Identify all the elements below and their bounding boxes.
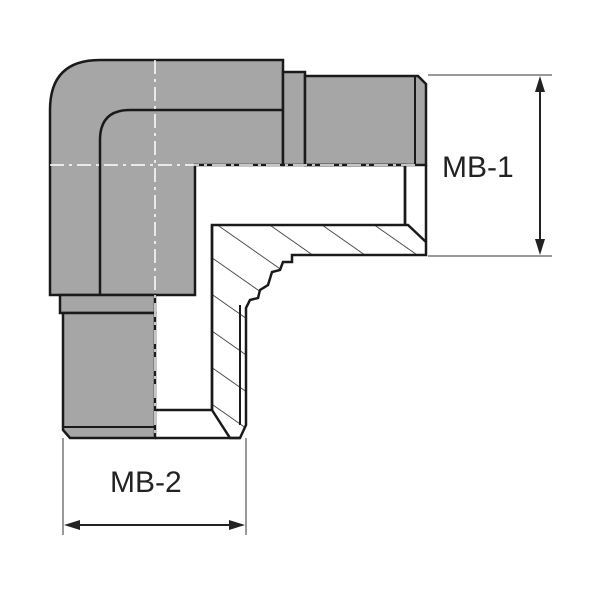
right-thread-port: [303, 74, 428, 167]
mb2-arrow-left: [64, 520, 80, 530]
mb1-arrow-bottom: [535, 239, 545, 255]
mb1-arrow-top: [535, 76, 545, 92]
bottom-thread-port: [61, 311, 157, 440]
mb2-label: MB-2: [110, 466, 182, 499]
upper-shoulder: [281, 70, 307, 167]
section-wall-hatched: [210, 223, 428, 440]
lower-shoulder: [58, 293, 157, 315]
bottom-port-inner-lines: [155, 225, 240, 440]
mb1-label: MB-1: [442, 151, 514, 184]
mb2-arrow-right: [229, 520, 245, 530]
elbow-inner-bend: [98, 108, 283, 295]
